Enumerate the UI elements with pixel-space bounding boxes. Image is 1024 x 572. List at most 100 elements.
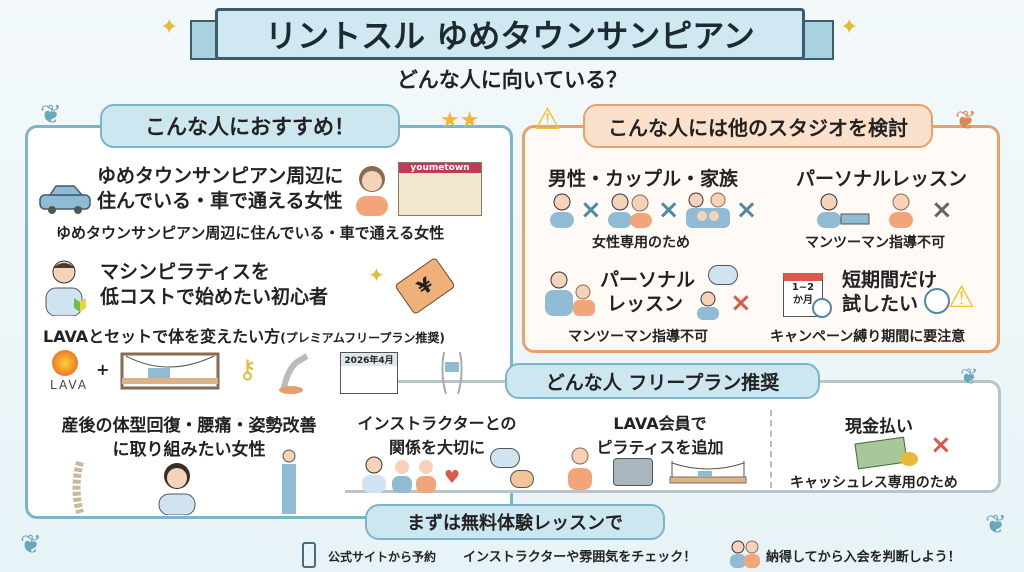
leaf-icon: ❦ bbox=[960, 365, 979, 390]
car-icon bbox=[39, 185, 91, 214]
cross-icon: × bbox=[930, 430, 952, 460]
free-trial-header: まずは無料体験レッスンで bbox=[365, 504, 665, 540]
cta-step-reserve[interactable]: 公式サイトから予約 bbox=[328, 550, 437, 564]
chat-bubble-icon bbox=[708, 265, 738, 285]
warning-icon: ⚠ bbox=[534, 102, 561, 137]
leaf-icon: ❦ bbox=[985, 510, 1007, 540]
item3-title: LAVAとセットで体を変えたい方(プレミアムフリープラン推奨) bbox=[43, 323, 445, 347]
short-term-title: 短期間だけ試したい bbox=[842, 268, 937, 316]
calendar-icon: 2026年4月 bbox=[340, 352, 398, 394]
calendar-label: 2026年4月 bbox=[341, 353, 397, 366]
leaf-icon: ❦ bbox=[40, 100, 62, 130]
line1: LAVA会員で bbox=[613, 414, 707, 433]
store-icon: youmetown bbox=[398, 162, 482, 216]
woman-icon bbox=[356, 166, 388, 216]
calendar-line2: か月 bbox=[793, 295, 813, 306]
people-icon bbox=[730, 540, 760, 568]
reformer-machine-icon bbox=[120, 352, 220, 390]
clock-icon bbox=[812, 298, 832, 318]
item1-line2: 住んでいる・車で通える女性 bbox=[97, 190, 343, 212]
short-term-caption: キャンペーン縛り期間に要注意 bbox=[770, 329, 966, 345]
cashless-caption: キャッシュレス専用のため bbox=[790, 475, 958, 491]
item4-line2: に取り組みたい女性 bbox=[112, 440, 266, 460]
instructor-group-icon: ♥ bbox=[362, 456, 460, 493]
divider bbox=[770, 410, 772, 488]
reformer-machine-icon bbox=[669, 461, 747, 484]
cross-icon: × bbox=[657, 195, 680, 225]
instructor-table-icon bbox=[817, 193, 870, 228]
leaf-icon: ❦ bbox=[955, 106, 977, 136]
cross-icon: × bbox=[580, 195, 602, 225]
consider-other-header: こんな人には他のスタジオを検討 bbox=[583, 104, 933, 148]
page-subtitle: どんな人に向いている？ bbox=[396, 68, 628, 92]
consider-other-panel bbox=[522, 125, 1000, 353]
instructor-assist-icon bbox=[545, 271, 595, 316]
smiling-woman-icon bbox=[158, 463, 196, 515]
couple-icon bbox=[607, 193, 652, 228]
store-sign: youmetown bbox=[399, 163, 481, 173]
line2: ピラティスを追加 bbox=[596, 438, 724, 457]
spine-icon bbox=[72, 460, 84, 515]
lava-sun-icon bbox=[52, 350, 78, 376]
leaf-icon: ❦ bbox=[20, 530, 42, 560]
item3-note: (プレミアムフリープラン推奨) bbox=[280, 331, 445, 345]
item2-line1: マシンピラティスを bbox=[100, 261, 270, 283]
sparkle-icon: ✦ bbox=[368, 263, 385, 287]
star-icon: ★★ bbox=[440, 108, 480, 133]
personal-lesson-caption: マンツーマン指導不可 bbox=[805, 235, 945, 251]
women-only-caption: 女性専用のため bbox=[592, 235, 690, 251]
chat-bubble-icon bbox=[510, 470, 534, 488]
cross-icon: × bbox=[730, 288, 752, 318]
item3-main: LAVAとセットで体を変えたい方 bbox=[43, 327, 281, 346]
man-icon bbox=[550, 193, 574, 228]
personal-lesson-2-caption: マンツーマン指導不可 bbox=[568, 329, 708, 345]
family-icon bbox=[685, 192, 730, 228]
free-plan-header: どんな人 フリープラン推奨 bbox=[505, 363, 820, 399]
personal-lesson-icons: × bbox=[815, 192, 953, 228]
line2: 関係を大切に bbox=[388, 438, 485, 457]
personal-lesson-2-title: パーソナルレッスン bbox=[600, 268, 696, 316]
sparkle-icon: ✦ bbox=[160, 15, 179, 40]
woman-icon bbox=[568, 447, 592, 490]
clock-icon bbox=[924, 288, 950, 314]
sparkle-icon: ✦ bbox=[840, 15, 859, 40]
warning-icon: ⚠ bbox=[948, 280, 975, 315]
title-line1: パーソナル bbox=[600, 269, 696, 291]
item4-title: 産後の体型回復・腰痛・姿勢改善に取り組みたい女性 bbox=[44, 414, 334, 462]
line1: インストラクターとの bbox=[357, 414, 517, 433]
credit-card-icon bbox=[613, 458, 653, 486]
leg-stretch-icon bbox=[279, 353, 309, 394]
svg-text:♥: ♥ bbox=[444, 467, 460, 488]
cta-step-check: インストラクターや雰囲気をチェック！ bbox=[463, 550, 697, 565]
recommended-header: こんな人におすすめ！ bbox=[100, 104, 400, 148]
plus-sign: + bbox=[96, 360, 110, 379]
item4-line1: 産後の体型回復・腰痛・姿勢改善 bbox=[61, 416, 317, 436]
lava-logo: LAVA bbox=[50, 378, 89, 392]
item1-caption: ゆめタウンサンピアン周辺に住んでいる・車で通える女性 bbox=[56, 224, 445, 242]
item2-line2: 低コストで始めたい初心者 bbox=[100, 286, 329, 308]
chat-bubble-icon bbox=[490, 448, 520, 468]
title-line2: レッスン bbox=[606, 293, 683, 315]
personal-lesson-title: パーソナルレッスン bbox=[796, 168, 968, 190]
title-line2: 試したい bbox=[842, 293, 919, 315]
beginner-man-icon bbox=[45, 260, 86, 316]
title-line1: 短期間だけ bbox=[842, 269, 938, 291]
item1-line1: ゆめタウンサンピアン周辺に bbox=[97, 165, 344, 187]
woman-icon bbox=[889, 193, 913, 228]
cash-payment-title: 現金払い bbox=[845, 417, 913, 437]
body-shape-icon bbox=[441, 351, 463, 395]
calendar-line1: 1~2 bbox=[791, 282, 815, 293]
coins-icon bbox=[900, 452, 918, 466]
item1-title: ゆめタウンサンピアン周辺に住んでいる・車で通える女性 bbox=[97, 164, 343, 214]
page-title: リントスル ゆめタウンサンピアン bbox=[215, 8, 805, 60]
cross-icon: × bbox=[735, 195, 758, 225]
posture-woman-icon bbox=[282, 449, 296, 514]
men-couples-family-title: 男性・カップル・家族 bbox=[548, 168, 739, 190]
key-icon: ⚷ bbox=[238, 355, 258, 385]
cta-step-decide: 納得してから入会を判断しよう！ bbox=[766, 550, 961, 565]
man-icon bbox=[697, 291, 719, 320]
people-cross-row: × × × bbox=[548, 192, 757, 228]
instructor-relationship-title: インストラクターとの関係を大切に bbox=[352, 412, 522, 460]
lava-member-title: LAVA会員でピラティスを追加 bbox=[580, 412, 740, 460]
item2-title: マシンピラティスを低コストで始めたい初心者 bbox=[100, 260, 328, 310]
